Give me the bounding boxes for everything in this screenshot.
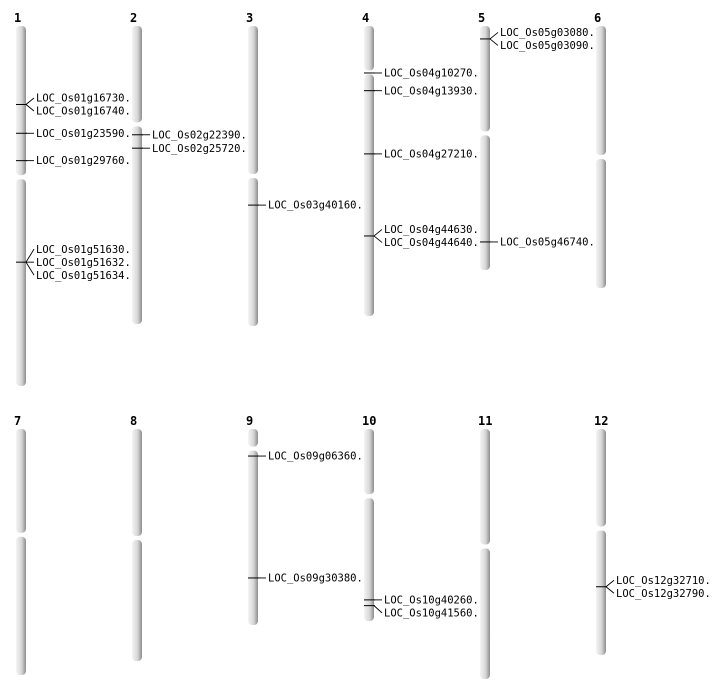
gene-leader-line — [489, 38, 499, 46]
chromosome-arm-p — [248, 26, 258, 174]
gene-leader-line — [489, 32, 499, 40]
gene-leader-line — [25, 97, 35, 105]
chromosome-arm-q — [248, 450, 258, 625]
gene-label: LOC_Os12g32790.1 — [616, 588, 712, 600]
chromosome-arm-p — [596, 26, 606, 155]
chromosome-label: 10 — [362, 414, 376, 428]
gene-label: LOC_Os04g13930.1 — [384, 85, 485, 97]
gene-label: LOC_Os05g46740.1 — [500, 237, 601, 249]
chromosome-label: 9 — [246, 414, 253, 428]
chromosome-arm-q — [596, 530, 606, 655]
gene-label: LOC_Os01g51630.1 — [36, 244, 137, 256]
chromosome-7: 7 — [14, 414, 26, 675]
gene-label: LOC_Os03g40160.1 — [268, 200, 369, 212]
chromosome-arm-p — [132, 429, 142, 537]
gene-label: LOC_Os04g27210.1 — [384, 148, 485, 160]
chromosome-label: 6 — [594, 11, 601, 25]
chromosome-arm-q — [132, 126, 142, 324]
gene-label: LOC_Os02g25720.1 — [152, 143, 253, 155]
chromosome-6: 6 — [594, 11, 606, 288]
chromosome-4: 4LOC_Os04g10270.1LOC_Os04g13930.1LOC_Os0… — [362, 11, 485, 317]
gene-label: LOC_Os01g16730.1 — [36, 93, 137, 105]
chromosome-label: 7 — [14, 414, 21, 428]
gene-label: LOC_Os09g30380.1 — [268, 573, 369, 585]
gene-label: LOC_Os12g32710.1 — [616, 575, 712, 587]
chromosome-label: 11 — [478, 414, 492, 428]
gene-label: LOC_Os05g03080.1 — [500, 27, 601, 39]
gene-leader-line — [25, 261, 35, 276]
chromosome-arm-p — [248, 429, 258, 447]
gene-label: LOC_Os01g29760.1 — [36, 155, 137, 167]
gene-leader-line — [373, 229, 383, 237]
chromosome-arm-q — [364, 74, 374, 317]
chromosome-11: 11 — [478, 414, 492, 679]
chromosome-arm-p — [480, 26, 490, 132]
gene-leader-line — [25, 248, 35, 263]
chromosome-1: 1LOC_Os01g16730.1LOC_Os01g16740.1LOC_Os0… — [14, 11, 137, 386]
chromosome-arm-p — [480, 429, 490, 545]
chromosome-arm-p — [132, 26, 142, 123]
gene-leader-line — [373, 605, 383, 614]
chromosome-arm-p — [16, 429, 26, 533]
gene-label: LOC_Os02g22390.1 — [152, 129, 253, 141]
chromosome-layer: 1LOC_Os01g16730.1LOC_Os01g16740.1LOC_Os0… — [14, 11, 712, 679]
chromosome-label: 3 — [246, 11, 253, 25]
chromosome-arm-q — [596, 159, 606, 288]
gene-label: LOC_Os01g23590.1 — [36, 128, 137, 140]
gene-label: LOC_Os09g06360.1 — [268, 451, 369, 463]
chromosome-label: 12 — [594, 414, 608, 428]
gene-leader-line — [605, 579, 615, 588]
chromosome-5: 5LOC_Os05g03080.1LOC_Os05g03090.1LOC_Os0… — [478, 11, 601, 270]
chromosome-arm-p — [364, 429, 374, 495]
gene-label: LOC_Os04g44630.1 — [384, 224, 485, 236]
gene-label: LOC_Os10g40260.1 — [384, 594, 485, 606]
chromosome-label: 1 — [14, 11, 21, 25]
chromosome-arm-q — [16, 536, 26, 675]
chromosome-label: 8 — [130, 414, 137, 428]
gene-label: LOC_Os04g44640.1 — [384, 237, 485, 249]
gene-label: LOC_Os05g03090.1 — [500, 40, 601, 52]
chromosome-8: 8 — [130, 414, 142, 661]
chromosome-arm-p — [16, 26, 26, 176]
chromosome-label: 5 — [478, 11, 485, 25]
chromosome-arm-q — [480, 548, 490, 679]
chromosome-arm-q — [132, 540, 142, 661]
gene-label: LOC_Os04g10270.1 — [384, 68, 485, 80]
chromosome-arm-q — [480, 135, 490, 270]
chromosome-arm-q — [16, 179, 26, 386]
gene-label: LOC_Os01g16740.1 — [36, 106, 137, 118]
chromosome-label: 2 — [130, 11, 137, 25]
chromosome-arm-q — [248, 178, 258, 326]
chromosome-arm-p — [596, 429, 606, 527]
gene-label: LOC_Os01g51632.1 — [36, 257, 137, 269]
gene-leader-line — [605, 586, 615, 594]
chromosome-arm-q — [364, 498, 374, 621]
gene-label: LOC_Os01g51634.1 — [36, 270, 137, 282]
gene-label: LOC_Os10g41560.1 — [384, 607, 485, 619]
gene-leader-line — [25, 104, 35, 112]
gene-leader-line — [373, 235, 383, 243]
chromosome-arm-p — [364, 26, 374, 71]
chromosome-label: 4 — [362, 11, 369, 25]
